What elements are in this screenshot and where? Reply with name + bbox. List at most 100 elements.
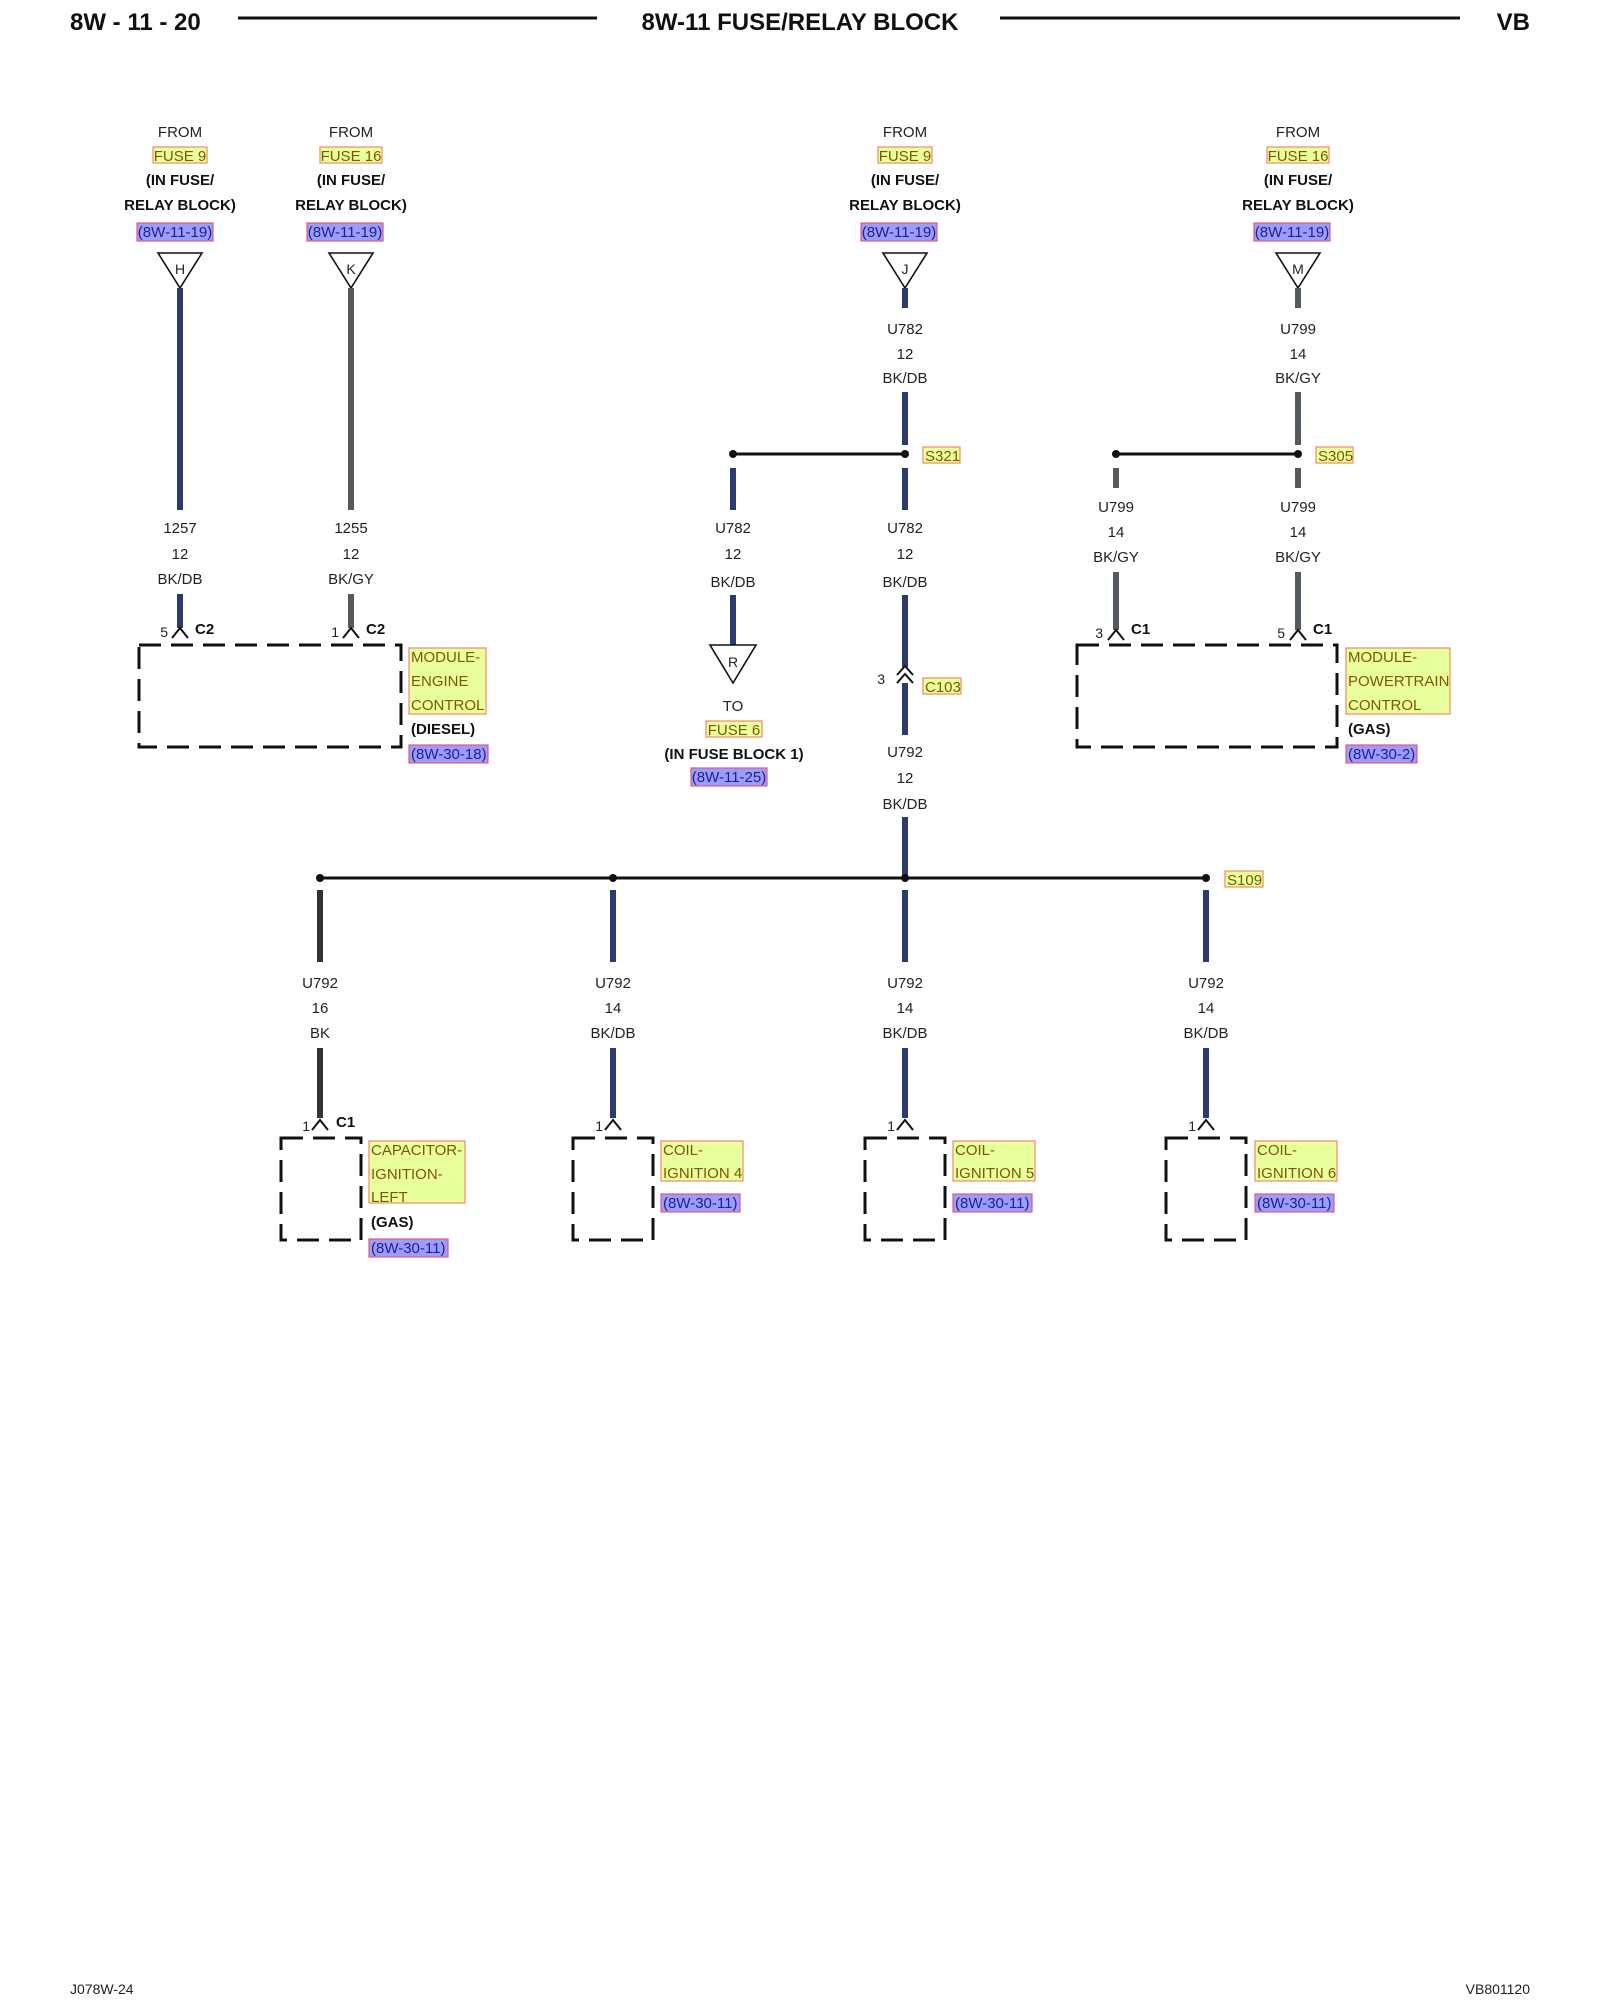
splice-s109[interactable]: S109 — [1227, 872, 1262, 889]
wire-gauge: 14 — [1108, 524, 1125, 541]
pcm-connectors: 3 C1 5 C1 — [1095, 621, 1332, 641]
wire-circuit: U799 — [1280, 499, 1316, 516]
connector-id: C1 — [1313, 621, 1332, 638]
pin-number: 1 — [887, 1118, 895, 1134]
pcm-label: MODULE- POWERTRAIN CONTROL (GAS) (8W-30-… — [1345, 647, 1451, 764]
wire-color: BK/DB — [1183, 1025, 1228, 1042]
connector-triangle — [156, 252, 204, 290]
component-name[interactable]: LEFT — [371, 1189, 408, 1206]
wire-gauge: 14 — [1290, 346, 1307, 363]
wire-gauge: 14 — [1290, 524, 1307, 541]
component-name[interactable]: CONTROL — [411, 697, 484, 714]
wire-color: BK/DB — [157, 571, 202, 588]
source-fuse16-k: FROM FUSE 16 (IN FUSE/ RELAY BLOCK) (8W-… — [295, 124, 407, 290]
fuse-link[interactable]: FUSE 9 — [879, 148, 932, 165]
pin-number: 1 — [331, 624, 339, 640]
inline-connector-c103: 3 C103 — [877, 664, 962, 696]
source-location-2: RELAY BLOCK) — [124, 197, 236, 214]
load-coil6-connector: 1 — [1188, 1118, 1215, 1134]
wire-gauge: 14 — [605, 1000, 622, 1017]
ecm-box — [137, 643, 403, 749]
connector-id: C2 — [195, 621, 214, 638]
ref-link[interactable]: (8W-11-19) — [138, 224, 212, 241]
connector-id: C1 — [1131, 621, 1150, 638]
vehicle-code: VB — [1497, 9, 1530, 36]
fuse-link[interactable]: FUSE 16 — [321, 148, 382, 165]
dest-location: (IN FUSE BLOCK 1) — [664, 746, 803, 763]
component-variant: (DIESEL) — [411, 721, 475, 738]
coil4-box — [571, 1136, 655, 1242]
pin-number: 5 — [160, 624, 168, 640]
pin-number: 3 — [877, 671, 885, 687]
ecm-label: MODULE- ENGINE CONTROL (DIESEL) (8W-30-1… — [408, 647, 489, 764]
connector-letter: J — [902, 261, 909, 277]
ref-link[interactable]: (8W-11-19) — [1255, 224, 1329, 241]
ref-link[interactable]: (8W-30-2) — [1348, 746, 1415, 763]
wire-circuit: U792 — [595, 975, 631, 992]
pin-number: 1 — [302, 1118, 310, 1134]
component-name[interactable]: CAPACITOR- — [371, 1142, 462, 1159]
page-title: 8W-11 FUSE/RELAY BLOCK — [642, 9, 960, 36]
component-name[interactable]: IGNITION 5 — [955, 1165, 1034, 1182]
source-location-1: (IN FUSE/ — [317, 172, 386, 189]
pin-number: 5 — [1277, 625, 1285, 641]
component-name[interactable]: MODULE- — [411, 649, 480, 666]
ref-link[interactable]: (8W-30-18) — [411, 746, 487, 763]
pcm-box — [1075, 643, 1339, 749]
ref-link[interactable]: (8W-30-11) — [955, 1195, 1029, 1212]
connector-c103[interactable]: C103 — [925, 679, 961, 696]
load-capacitor-label: CAPACITOR- IGNITION- LEFT (GAS) (8W-30-1… — [368, 1140, 466, 1258]
connector-letter: M — [1292, 261, 1304, 277]
fuse-link[interactable]: FUSE 16 — [1268, 148, 1329, 165]
ref-link[interactable]: (8W-11-25) — [692, 769, 766, 786]
source-location-1: (IN FUSE/ — [1264, 172, 1333, 189]
component-name[interactable]: ENGINE — [411, 673, 469, 690]
source-location-2: RELAY BLOCK) — [849, 197, 961, 214]
pin-number: 3 — [1095, 625, 1103, 641]
source-from-label: FROM — [329, 124, 373, 141]
component-name[interactable]: COIL- — [1257, 1142, 1297, 1159]
component-name[interactable]: IGNITION 4 — [663, 1165, 742, 1182]
component-variant: (GAS) — [371, 1214, 414, 1231]
ref-link[interactable]: (8W-30-11) — [663, 1195, 737, 1212]
fuse6-destination: R TO FUSE 6 (IN FUSE BLOCK 1) (8W-11-25) — [664, 644, 804, 787]
wire-color: BK/GY — [1093, 549, 1139, 566]
component-name[interactable]: IGNITION 6 — [1257, 1165, 1336, 1182]
component-name[interactable]: IGNITION- — [371, 1166, 443, 1183]
wire-gauge: 14 — [1198, 1000, 1215, 1017]
fuse-link[interactable]: FUSE 6 — [708, 722, 761, 739]
ecm-connectors: 5 C2 1 C2 — [160, 621, 385, 640]
wire-gauge: 12 — [897, 546, 914, 563]
source-from-label: FROM — [1276, 124, 1320, 141]
component-name[interactable]: MODULE- — [1348, 649, 1417, 666]
connector-triangle — [327, 252, 375, 290]
ref-link[interactable]: (8W-30-11) — [371, 1240, 445, 1257]
load-capacitor-connector: 1 C1 — [302, 1114, 355, 1134]
component-name[interactable]: POWERTRAIN — [1348, 673, 1449, 690]
component-name[interactable]: CONTROL — [1348, 697, 1421, 714]
wire-gauge: 12 — [725, 546, 742, 563]
wire-gauge: 12 — [897, 346, 914, 363]
wire-circuit: U792 — [1188, 975, 1224, 992]
fuse-link[interactable]: FUSE 9 — [154, 148, 207, 165]
wire-color: BK/DB — [882, 574, 927, 591]
pin-number: 1 — [1188, 1118, 1196, 1134]
load-coil4-label: COIL- IGNITION 4 (8W-30-11) — [660, 1140, 744, 1213]
wire-gauge: 16 — [312, 1000, 329, 1017]
component-name[interactable]: COIL- — [955, 1142, 995, 1159]
ref-link[interactable]: (8W-11-19) — [308, 224, 382, 241]
ref-link[interactable]: (8W-30-11) — [1257, 1195, 1331, 1212]
splice-s305[interactable]: S305 — [1318, 448, 1353, 465]
splice-s321[interactable]: S321 — [925, 448, 960, 465]
wire-gauge: 12 — [172, 546, 189, 563]
wire-circuit: U799 — [1098, 499, 1134, 516]
load-coil5-label: COIL- IGNITION 5 (8W-30-11) — [952, 1140, 1036, 1213]
source-fuse16-m: FROM FUSE 16 (IN FUSE/ RELAY BLOCK) (8W-… — [1242, 124, 1354, 290]
load-coil6-label: COIL- IGNITION 6 (8W-30-11) — [1254, 1140, 1338, 1213]
page-header: 8W - 11 - 20 8W-11 FUSE/RELAY BLOCK VB — [70, 9, 1530, 36]
connector-id: C2 — [366, 621, 385, 638]
wire-circuit: U782 — [715, 520, 751, 537]
component-name[interactable]: COIL- — [663, 1142, 703, 1159]
ref-link[interactable]: (8W-11-19) — [862, 224, 936, 241]
footer-right-code: VB801120 — [1466, 1981, 1531, 1997]
